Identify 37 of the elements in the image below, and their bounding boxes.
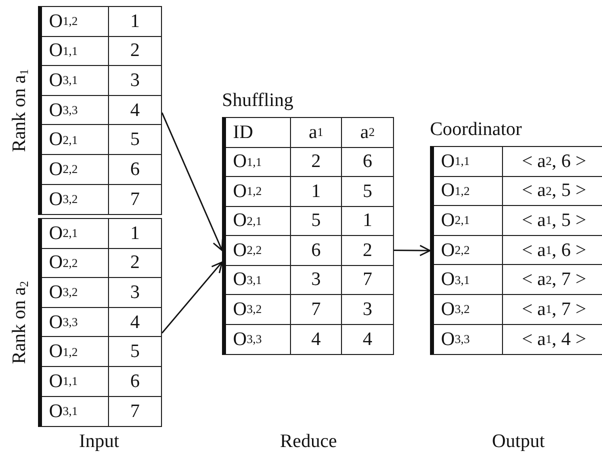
table-cell: 5 bbox=[109, 125, 161, 155]
table-cell: 2 bbox=[109, 248, 161, 278]
table-cell-text: 4 bbox=[362, 328, 374, 352]
table-cell: 1 bbox=[291, 177, 342, 206]
arrow bbox=[394, 244, 431, 256]
stage-label: Input bbox=[79, 432, 120, 451]
table-cell: 6 bbox=[109, 366, 161, 397]
arrow bbox=[161, 112, 224, 251]
table-cell: ID bbox=[226, 118, 291, 148]
table-cell: 6 bbox=[109, 154, 161, 185]
table-cell: 3 bbox=[109, 278, 161, 308]
table-title: Shuffling bbox=[222, 91, 294, 110]
table-cell: 2 bbox=[342, 236, 393, 266]
table-cell: 4 bbox=[109, 308, 161, 338]
table-cell: 2 bbox=[291, 148, 342, 177]
table-cell: 3 bbox=[109, 66, 161, 96]
table-cell: 5 bbox=[109, 337, 161, 367]
table-cell-text: 7 bbox=[129, 400, 141, 424]
table-cell: 7 bbox=[291, 295, 342, 324]
table-cell: 3 bbox=[291, 266, 342, 295]
table-title: Coordinator bbox=[430, 120, 522, 139]
table-cell: 6 bbox=[291, 236, 342, 266]
table-cell: 6 bbox=[342, 148, 393, 177]
stage-label: Output bbox=[492, 432, 545, 451]
table-cell: 1 bbox=[109, 7, 161, 37]
table-cell: 4 bbox=[291, 324, 342, 354]
arrow bbox=[161, 261, 223, 334]
table-cell: 7 bbox=[342, 266, 393, 295]
table-cell: 3 bbox=[342, 295, 393, 324]
stage-label: Reduce bbox=[280, 432, 337, 451]
table-cell: 5 bbox=[291, 206, 342, 236]
table-cell: 2 bbox=[109, 36, 161, 66]
table-cell: 4 bbox=[109, 96, 161, 126]
table-cell-text: 7 bbox=[129, 188, 141, 212]
table-cell: 1 bbox=[342, 206, 393, 236]
table-cell: 1 bbox=[109, 219, 161, 249]
table-cell: 5 bbox=[342, 177, 393, 206]
